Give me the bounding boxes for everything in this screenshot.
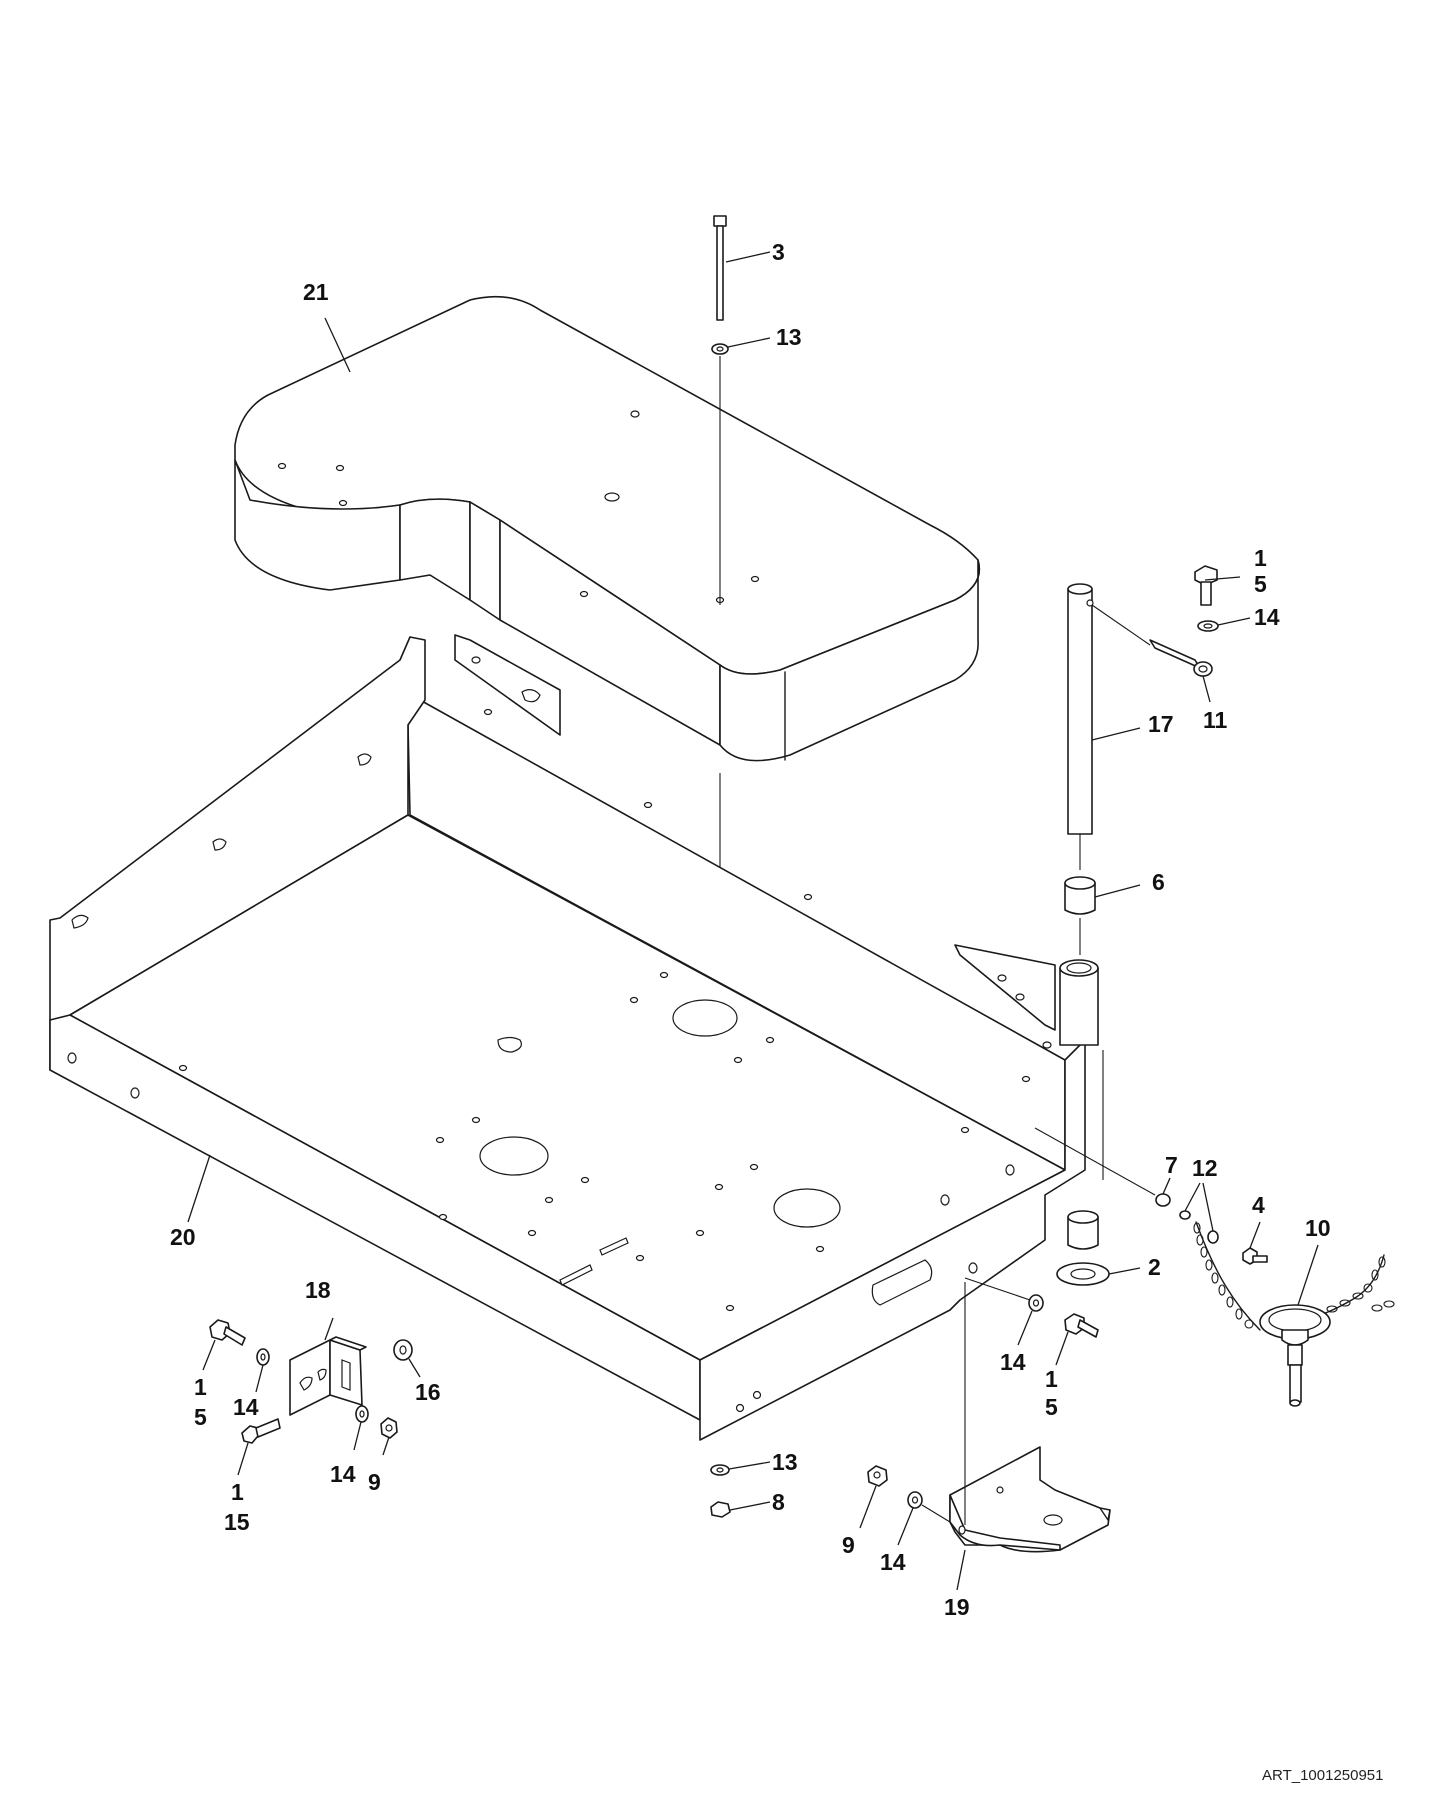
callout-1-top-right: 1 (1254, 545, 1267, 571)
callout-5-top-right: 5 (1254, 571, 1267, 597)
callout-18: 18 (305, 1277, 331, 1303)
callout-13-bottom: 13 (772, 1449, 798, 1475)
callout-13-top: 13 (776, 324, 802, 350)
part-14-washer-bracket (907, 1491, 951, 1523)
callout-1-left: 1 (194, 1374, 207, 1400)
part-7-nut (1155, 1193, 1171, 1207)
callout-14-left-lower: 14 (330, 1461, 356, 1487)
part-13-washer-bottom (710, 1464, 730, 1476)
part-3-long-bolt (713, 215, 727, 321)
part-14-washer-top-right (1197, 620, 1219, 632)
callout-labels: 3 13 21 1 5 14 11 17 6 2 7 12 4 10 20 18… (170, 239, 1331, 1620)
part-2-spacer-bushing-lower (1056, 1210, 1110, 1286)
leader-lines (187, 251, 1319, 1591)
callout-3: 3 (772, 239, 785, 265)
part-1-bolt-top-right (1194, 565, 1218, 606)
callout-8: 8 (772, 1489, 785, 1515)
callout-5-left: 5 (194, 1404, 207, 1430)
callout-5-frame-side: 5 (1045, 1394, 1058, 1420)
part-19-mounting-bracket (949, 1446, 1111, 1553)
frame-pivot-tube (1034, 959, 1156, 1196)
part-9-nut-left (380, 1417, 398, 1439)
callout-16: 16 (415, 1379, 441, 1405)
callout-1-frame-side: 1 (1045, 1366, 1058, 1392)
callout-11: 11 (1203, 707, 1228, 733)
part-20-platform-frame (49, 634, 1086, 1441)
part-16-flange-nut (393, 1339, 413, 1361)
callout-9-right: 9 (842, 1532, 855, 1558)
art-number: ART_1001250951 (1262, 1767, 1384, 1784)
part-18-angle-bracket (289, 1336, 367, 1416)
callout-7: 7 (1165, 1152, 1178, 1178)
callout-1-left-lower: 1 (231, 1479, 244, 1505)
callout-10: 10 (1305, 1215, 1331, 1241)
part-21-seat-pad (234, 295, 980, 762)
callout-4: 4 (1252, 1192, 1265, 1218)
callout-12: 12 (1192, 1155, 1218, 1181)
part-1-bolt-left-upper (209, 1319, 246, 1346)
callout-2: 2 (1148, 1254, 1161, 1280)
part-14-washer-left-lower (355, 1405, 369, 1423)
callout-15: 15 (224, 1509, 250, 1535)
callout-9-left: 9 (368, 1469, 381, 1495)
part-10-pull-pin-with-chain (1193, 1221, 1395, 1407)
callout-14-frame-side: 14 (1000, 1349, 1026, 1375)
part-14-washer-left-upper (256, 1348, 270, 1366)
part-4-small-bolt (1242, 1247, 1268, 1265)
callout-20: 20 (170, 1224, 196, 1250)
part-8-nut-bottom (710, 1501, 731, 1518)
part-9-nut-right (867, 1465, 888, 1487)
part-11-eye-pin (1149, 639, 1213, 677)
part-1-bolt-left-lower (241, 1418, 281, 1444)
callout-19: 19 (944, 1594, 970, 1620)
part-13-washer-top (711, 343, 729, 355)
callout-6: 6 (1152, 869, 1165, 895)
part-17-pin-tube (1067, 583, 1151, 870)
callout-14-left-upper: 14 (233, 1394, 259, 1420)
part-14-washer-frame-side (1028, 1294, 1044, 1312)
callout-14-right: 14 (880, 1549, 906, 1575)
callout-17: 17 (1148, 711, 1174, 737)
part-6-bushing-top (1064, 876, 1096, 955)
callout-21: 21 (303, 279, 329, 305)
part-1-bolt-frame-side (1064, 1313, 1099, 1338)
callout-14-top-right: 14 (1254, 604, 1280, 630)
